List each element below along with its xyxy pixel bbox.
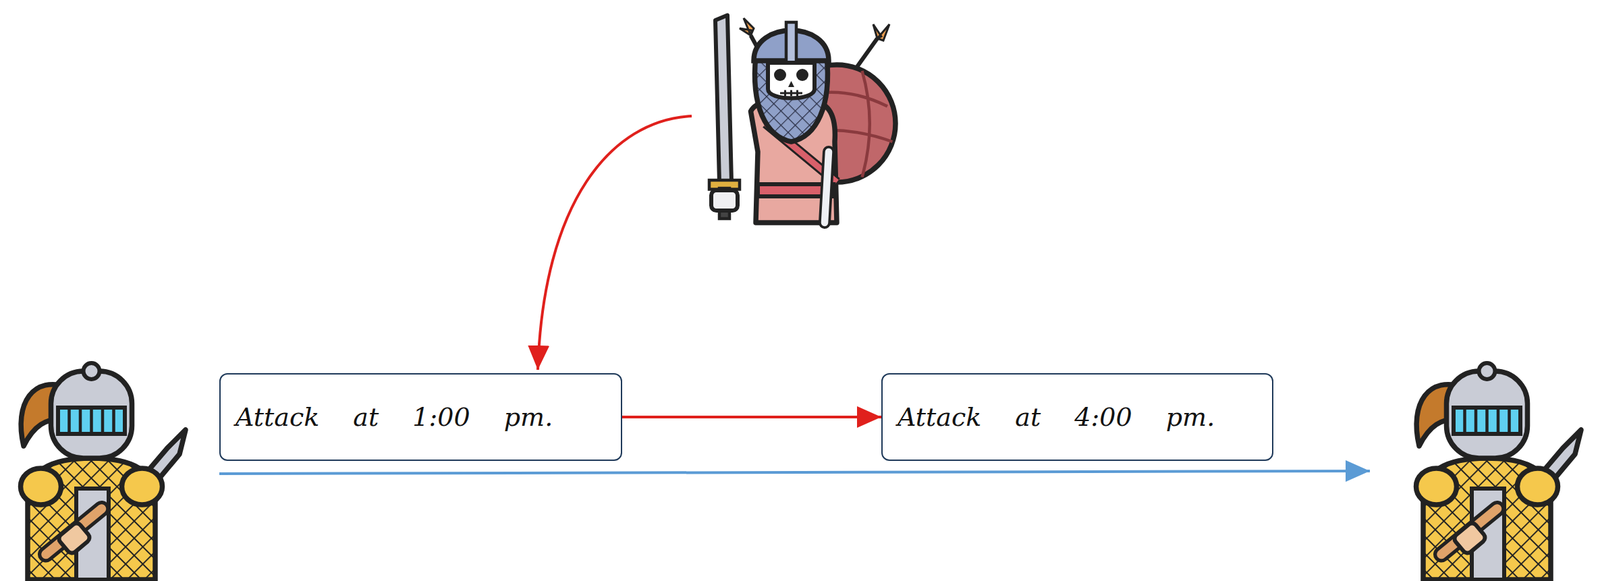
knight-right [1416,363,1582,580]
message-text: Attack at 4:00 pm. [897,402,1215,432]
attacker-figure [709,15,896,224]
tamper-arrow [622,415,882,419]
message-box: Attack at 1:00 pm. [219,373,623,461]
intercept-arrow [537,116,692,370]
message-text: Attack at 1:00 pm. [235,402,553,432]
knight-left [20,363,187,580]
channel-arrow [219,471,1370,474]
message-box: Attack at 4:00 pm. [881,373,1274,461]
